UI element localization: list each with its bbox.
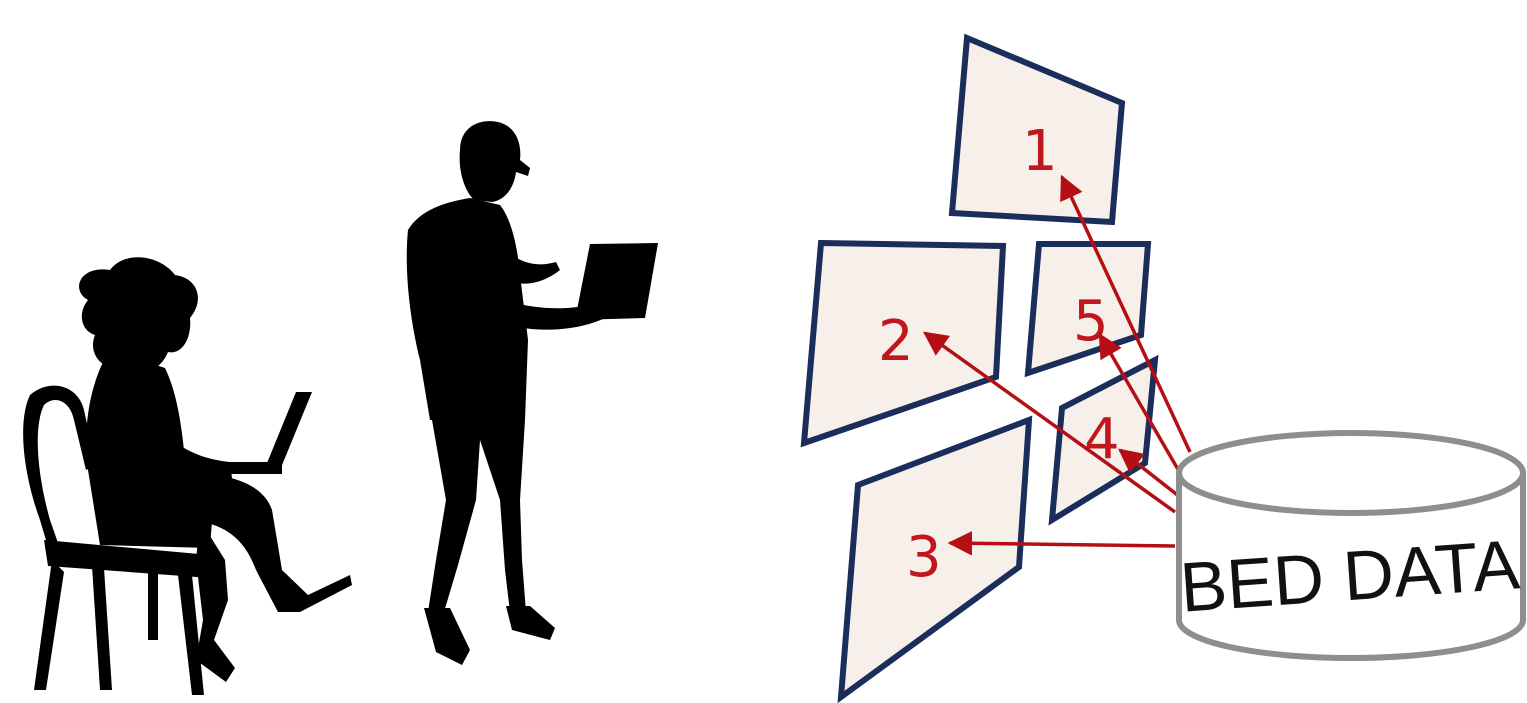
panel-4-label: 4 bbox=[1084, 407, 1120, 472]
panel-2: 2 bbox=[804, 243, 1003, 443]
standing-man-with-laptop-icon bbox=[407, 121, 658, 665]
panel-2-label: 2 bbox=[878, 309, 914, 374]
panel-1-label: 1 bbox=[1022, 119, 1058, 184]
panel-5-label: 5 bbox=[1073, 289, 1109, 354]
panel-5: 5 bbox=[1028, 244, 1148, 373]
database-cylinder-icon: BED DATA bbox=[1178, 433, 1523, 658]
panel-1: 1 bbox=[952, 38, 1122, 222]
panel-3: 3 bbox=[841, 420, 1029, 697]
sitting-woman-with-laptop-icon bbox=[23, 257, 352, 695]
panel-3-label: 3 bbox=[906, 525, 942, 590]
panel-4: 4 bbox=[1052, 360, 1155, 520]
